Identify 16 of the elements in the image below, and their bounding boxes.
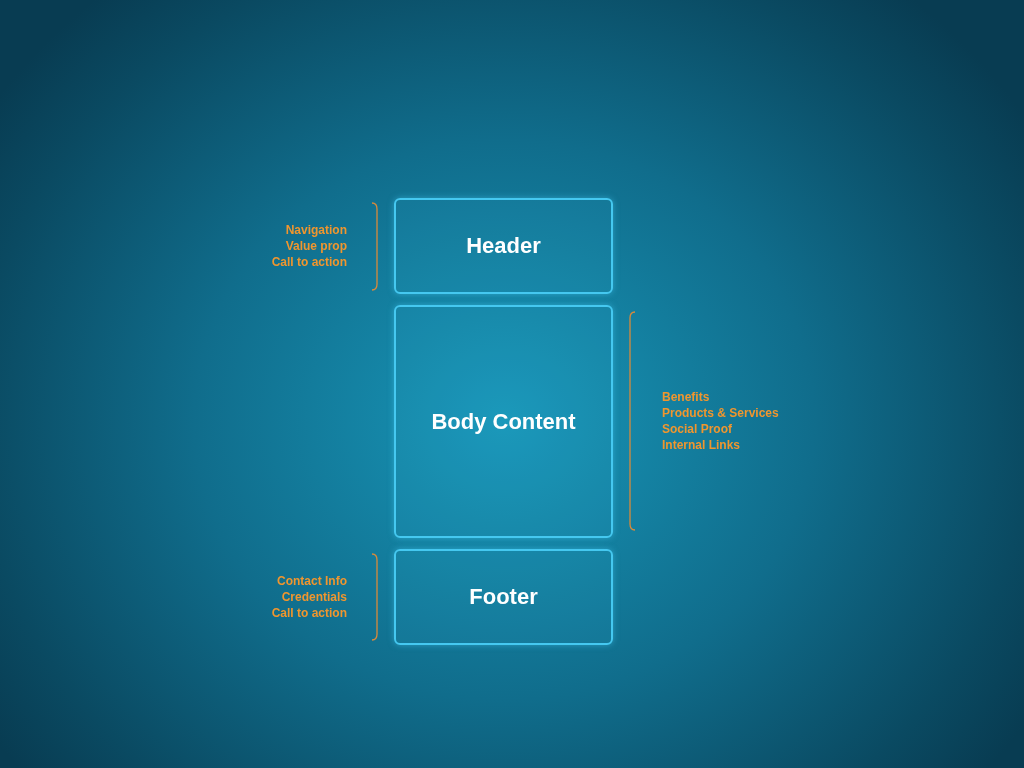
section-box [394,198,613,294]
section-item: Value prop [285,238,347,254]
section-item: Benefits [662,389,710,405]
section-title: Header [466,233,541,259]
section-box [394,305,613,538]
section-item: Social Proof [662,421,732,437]
section-item: Credentials [281,589,347,605]
section-box [394,549,613,645]
section-item: Call to action [271,605,347,621]
section-item: Contact Info [277,573,347,589]
section-title: Body Content [431,408,576,435]
section-item: Products & Services [662,405,779,421]
section-item: Call to action [271,254,347,270]
section-title: Footer [469,584,538,610]
section-item: Internal Links [662,437,741,453]
section-item: Navigation [285,222,347,238]
